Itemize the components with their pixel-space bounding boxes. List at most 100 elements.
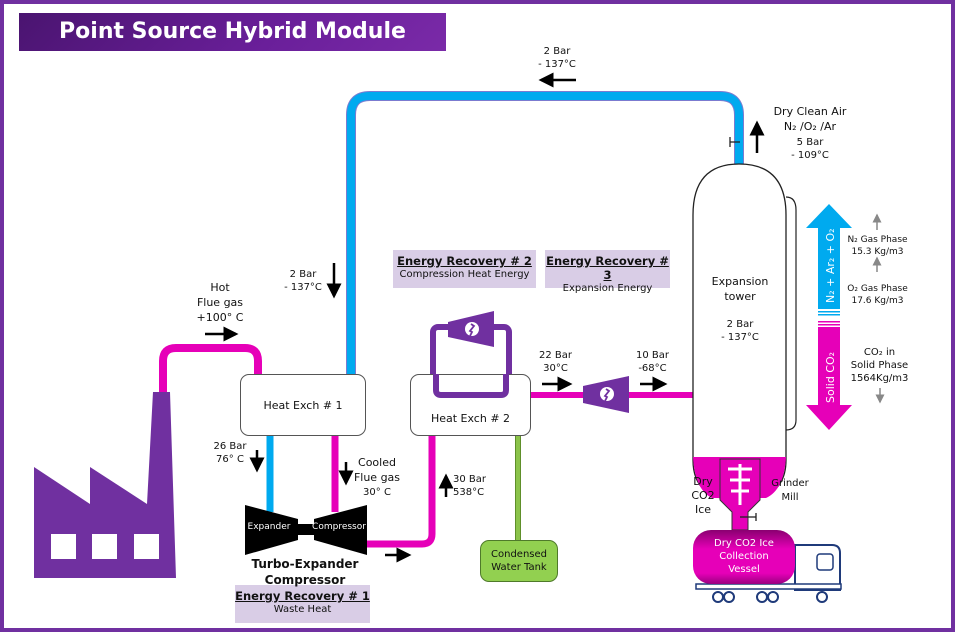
cold-return-pipe [346,91,744,376]
dry-ice-line3: Ice [694,503,712,516]
collection-vessel [693,530,795,584]
compressor-label: Compressor [312,522,366,532]
compressor-outlet-pipe [365,436,436,548]
cooled-flue-line1: Cooled [358,456,396,469]
expansion-tower [692,163,787,508]
stage-22-temp: 30°C [543,363,568,374]
heat-exchanger-2: Heat Exch # 2 [410,374,531,436]
energy-recovery-3-title: Energy Recovery # 3 [546,254,669,282]
n2-phase-line1: N₂ Gas Phase [847,235,908,245]
factory-icon [34,392,176,578]
dry-clean-air-composition: N₂ /O₂ /Ar [783,120,837,133]
phase-bracket [785,196,797,431]
condensed-water-tank: Condensed Water Tank [480,540,558,582]
turbine-icon [448,311,494,347]
compressor-outlet-temp: 538°C [453,487,485,498]
turbine-icon [583,376,629,413]
dry-clean-air-title: Dry Clean Air [773,105,847,118]
grinder-icon [719,458,761,531]
solid-phase-arrow [806,321,852,430]
arrow-icon [872,213,885,404]
valve-icon [729,137,740,147]
truck-icon [695,544,842,603]
expander-inlet-pressure: 26 Bar [213,441,247,452]
tower-temp: - 137°C [721,332,759,343]
energy-recovery-1-title: Energy Recovery # 1 [235,589,370,603]
tower-line2: tower [724,290,756,303]
gas-phase-arrow [806,204,852,316]
expander-inlet-temp: 76° C [216,454,244,465]
top-return-label: 2 Bar - 137°C [522,45,592,71]
energy-recovery-1: Energy Recovery # 1 Waste Heat [235,585,370,623]
top-return-pressure: 2 Bar [543,46,571,57]
water-tank-line1: Condensed [491,549,547,560]
grinder-line1: Grinder [771,478,809,489]
cooled-flue-line2: Flue gas [353,471,401,484]
flue-gas-temp: +100° C [196,311,244,324]
stage-22-pressure: 22 Bar [538,350,572,361]
turbo-expander-compressor-label: Turbo-Expander Compressor [240,556,370,588]
riser-pressure: 2 Bar [289,269,317,280]
co2-phase-label: CO₂ in Solid Phase 1564Kg/m3 [842,346,917,385]
dry-clean-air-temp: - 109°C [791,150,829,161]
energy-recovery-3-subtitle: Expansion Energy [562,283,653,294]
vessel-line1: Dry CO2 Ice [714,538,774,549]
stage-10-temp: -68°C [638,363,667,374]
hot-flue-pipe [159,344,262,396]
cooled-flue-gas-label: Cooled Flue gas 30° C [352,455,402,500]
tower-pressure: 2 Bar [726,319,754,330]
turbo-expander-compressor [245,505,367,555]
grinder-mill-label: Grinder Mill [765,477,815,505]
dry-ice-label: Dry CO2 Ice [683,475,723,517]
vessel-line3: Vessel [728,564,760,575]
energy-recovery-3: Energy Recovery # 3 Expansion Energy [545,250,670,294]
co2-phase-density: 1564Kg/m3 [850,373,909,384]
dry-clean-air-pressure: 5 Bar [796,137,824,148]
collection-vessel-label: Dry CO2 Ice Collection Vessel [693,537,795,576]
grinder-line2: Mill [781,492,799,503]
n2-phase-density: 15.3 Kg/m3 [851,247,904,257]
flue-gas-line2: Flue gas [196,296,244,309]
co2-phase-line1: CO₂ in [863,347,896,358]
expander-inlet-label: 26 Bar 76° C [210,440,250,466]
title-banner: Point Source Hybrid Module [19,13,446,51]
water-tank-line2: Water Tank [491,562,547,573]
compressor-outlet-pressure: 30 Bar [453,474,487,485]
top-return-temp: - 137°C [538,59,576,70]
dry-clean-air-label: Dry Clean Air N₂ /O₂ /Ar 5 Bar - 109°C [765,104,855,162]
expander-label: Expander [247,522,291,532]
cooled-flue-temp: 30° C [363,487,391,498]
o2-phase-label: O₂ Gas Phase 17.6 Kg/m3 [840,283,915,307]
turbo-name-line1: Turbo-Expander [251,557,359,571]
stage-10-pressure: 10 Bar [635,350,669,361]
flue-gas-line1: Hot [210,281,230,294]
co2-phase-line2: Solid Phase [850,360,909,371]
vessel-line2: Collection [719,551,769,562]
arrow-icon [205,72,765,563]
compressor-outlet-label: 30 Bar 538°C [453,473,493,499]
energy-recovery-2-title: Energy Recovery # 2 [397,254,532,268]
o2-phase-line1: O₂ Gas Phase [847,284,908,294]
expansion-tower-label: Expansion tower 2 Bar - 137°C [700,274,780,344]
solid-phase-label: Solid CO₂ [824,352,837,403]
dry-ice-line2: CO2 [691,489,715,502]
energy-recovery-2-subtitle: Compression Heat Energy [399,269,530,280]
stage-10-label: 10 Bar -68°C [630,349,675,375]
heat-exchanger-1: Heat Exch # 1 [240,374,366,436]
n2-phase-label: N₂ Gas Phase 15.3 Kg/m3 [840,234,915,258]
heat-exchanger-1-label: Heat Exch # 1 [263,398,343,412]
energy-recovery-1-subtitle: Waste Heat [273,604,332,615]
energy-recovery-2: Energy Recovery # 2 Compression Heat Ene… [393,250,536,288]
hot-flue-gas-label: Hot Flue gas +100° C [180,280,260,325]
dry-ice-line1: Dry [693,475,713,488]
o2-phase-density: 17.6 Kg/m3 [851,296,904,306]
stage-22-label: 22 Bar 30°C [533,349,578,375]
riser-label: 2 Bar - 137°C [278,268,328,294]
turbo-name-line2: Compressor [264,573,346,587]
gas-phase-label: N₂ + Ar₂ + O₂ [824,228,837,303]
riser-temp: - 137°C [284,282,322,293]
tower-line1: Expansion [711,275,769,288]
page-title: Point Source Hybrid Module [59,19,406,44]
